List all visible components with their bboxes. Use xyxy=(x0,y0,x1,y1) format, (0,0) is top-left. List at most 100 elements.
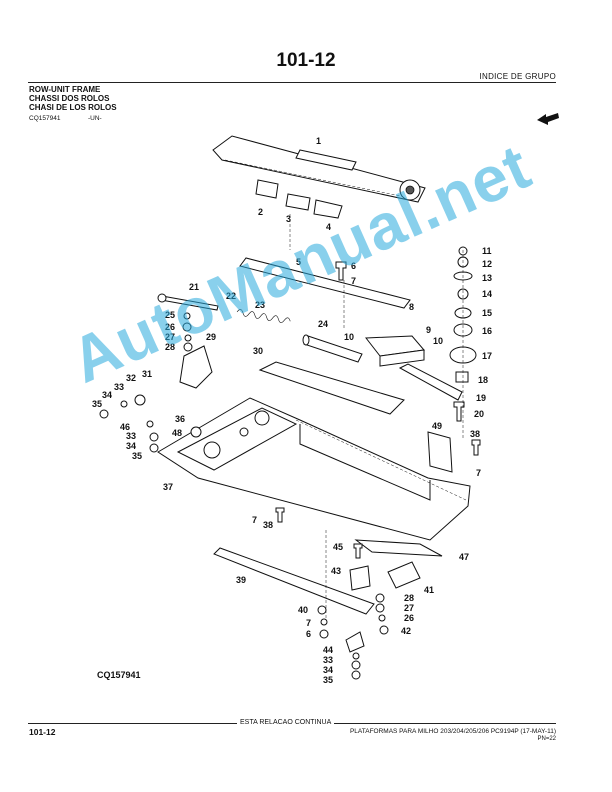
callout-19: 19 xyxy=(476,393,486,403)
callout-31: 31 xyxy=(142,369,152,379)
callout-34a: 34 xyxy=(102,390,112,400)
title-portuguese: CHASSI DOS ROLOS xyxy=(29,94,110,103)
part-bracket-41 xyxy=(354,539,443,557)
callout-25: 25 xyxy=(165,310,175,320)
callout-47: 47 xyxy=(459,552,469,562)
callout-41: 41 xyxy=(424,585,434,595)
callout-22: 22 xyxy=(226,291,236,301)
callout-20: 20 xyxy=(474,409,484,419)
callout-49: 49 xyxy=(432,421,442,431)
callout-44: 44 xyxy=(323,645,333,655)
callout-1: 1 xyxy=(316,136,321,146)
callout-48: 48 xyxy=(172,428,182,438)
callout-27: 27 xyxy=(165,332,175,342)
callout-33c: 33 xyxy=(126,431,136,441)
callout-7b: 7 xyxy=(306,618,311,628)
callout-14: 14 xyxy=(482,289,492,299)
part-angle-5 xyxy=(239,257,411,309)
callout-23: 23 xyxy=(255,300,265,310)
part-fasteners-bottom xyxy=(275,507,389,680)
part-main-frame-37 xyxy=(157,397,471,541)
callout-33b: 33 xyxy=(323,655,333,665)
part-bracket-2 xyxy=(255,179,279,199)
callout-35b: 35 xyxy=(323,675,333,685)
callout-28b: 28 xyxy=(404,593,414,603)
callout-6b: 6 xyxy=(306,629,311,639)
callout-13: 13 xyxy=(482,273,492,283)
callout-30: 30 xyxy=(253,346,263,356)
callout-34b: 34 xyxy=(323,665,333,675)
callout-42: 42 xyxy=(401,626,411,636)
title-spanish: CHASI DE LOS ROLOS xyxy=(29,103,117,112)
callout-18: 18 xyxy=(478,375,488,385)
callout-5: 5 xyxy=(296,257,301,267)
callout-10b: 10 xyxy=(433,336,443,346)
part-plate-30 xyxy=(258,361,405,415)
callout-36: 36 xyxy=(175,414,185,424)
callout-37: 37 xyxy=(163,482,173,492)
footer-pn: PN=22 xyxy=(537,736,556,742)
page-number: 101-12 xyxy=(276,50,336,71)
part-bolt-38 xyxy=(471,439,481,456)
part-block-43 xyxy=(349,565,371,591)
part-link-19 xyxy=(398,363,463,401)
callout-32: 32 xyxy=(126,373,136,383)
callout-27b: 27 xyxy=(404,603,414,613)
callout-43: 43 xyxy=(331,566,341,576)
callout-34c: 34 xyxy=(126,441,136,451)
callout-17: 17 xyxy=(482,351,492,361)
part-fasteners-left xyxy=(99,312,202,453)
callout-2: 2 xyxy=(258,207,263,217)
arrow-left-icon[interactable] xyxy=(536,112,560,126)
callout-16: 16 xyxy=(482,326,492,336)
group-index-link[interactable]: INDICE DE GRUPO xyxy=(479,72,556,81)
header-rule xyxy=(28,82,556,83)
reference-code-un: -UN- xyxy=(88,115,102,122)
callout-6: 6 xyxy=(351,261,356,271)
diagram-code: CQ157941 xyxy=(97,670,141,680)
part-bracket-29 xyxy=(179,345,213,389)
callout-7d: 7 xyxy=(252,515,257,525)
callout-24: 24 xyxy=(318,319,328,329)
callout-8: 8 xyxy=(409,302,414,312)
callout-33a: 33 xyxy=(114,382,124,392)
part-bracket-3 xyxy=(285,193,311,211)
callout-12: 12 xyxy=(482,259,492,269)
part-chain-bar xyxy=(212,135,426,203)
callout-38b: 38 xyxy=(470,429,480,439)
part-bracket-4 xyxy=(313,199,343,219)
callout-7: 7 xyxy=(351,276,356,286)
reference-code: CQ157941 xyxy=(29,115,61,122)
part-bolt-20 xyxy=(453,401,465,422)
part-bolt-6 xyxy=(335,261,347,281)
callout-46: 46 xyxy=(120,422,130,432)
footer-page-number: 101-12 xyxy=(29,727,56,737)
callout-26: 26 xyxy=(165,322,175,332)
title-english: ROW-UNIT FRAME xyxy=(29,85,101,94)
callout-9: 9 xyxy=(426,325,431,335)
part-spring-23 xyxy=(236,309,291,323)
part-plate-49 xyxy=(427,431,453,473)
callout-7c: 7 xyxy=(476,468,481,478)
callout-45: 45 xyxy=(333,542,343,552)
callout-28: 28 xyxy=(165,342,175,352)
callout-26b: 26 xyxy=(404,613,414,623)
callout-35c: 35 xyxy=(132,451,142,461)
callout-21: 21 xyxy=(189,282,199,292)
footer-publication-title: PLATAFORMAS PARA MILHO 203/204/205/206 P… xyxy=(349,728,556,735)
callout-11: 11 xyxy=(482,246,492,256)
part-bracket-44 xyxy=(345,631,365,653)
callout-15: 15 xyxy=(482,308,492,318)
callout-10a: 10 xyxy=(344,332,354,342)
part-hinge-41 xyxy=(387,561,421,589)
callout-3: 3 xyxy=(286,214,291,224)
callout-29: 29 xyxy=(206,332,216,342)
part-rail-39 xyxy=(213,547,375,615)
callout-35a: 35 xyxy=(92,399,102,409)
callout-39: 39 xyxy=(236,575,246,585)
callout-38a: 38 xyxy=(263,520,273,530)
footer-continues-note: ESTA RELACAO CONTINUA xyxy=(237,719,335,726)
callout-4: 4 xyxy=(326,222,331,232)
callout-40: 40 xyxy=(298,605,308,615)
